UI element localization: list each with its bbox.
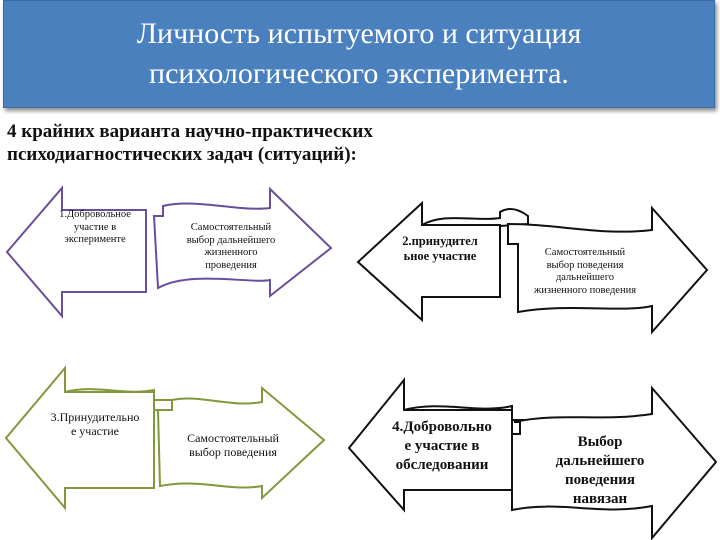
left-arrow-3-scroll-top [64,388,177,411]
title-banner: Личность испытуемого и ситуация психолог… [3,0,715,108]
left-arrow-3 [4,365,155,511]
variant-2-left-label: 2.принудител ьное участие [402,234,478,263]
subtitle: 4 крайних варианта научно-практических п… [7,120,707,166]
variant-1-left-label: 1.Добровольное участие в эксперименте [59,209,131,245]
left-arrow-1 [5,185,147,319]
right-scroll-3 [156,385,326,501]
variant-1-right-label: Самостоятельный выбор дальнейшего жизнен… [186,222,276,271]
left-arrow-2 [356,200,501,323]
title-line-2: психологического эксперимента. [149,57,569,90]
subtitle-line-1: 4 крайних варианта научно-практических [7,121,373,142]
subtitle-line-2: психодиагностических задач (ситуаций): [7,144,357,165]
title-line-1: Личность испытуемого и ситуация [136,17,582,50]
left-arrow-4 [347,377,513,513]
variant-2-right-label: Самостоятельный выбор поведения дальнейш… [533,247,637,296]
variant-4-left-label: 4.Добровольно е участие в обследовании [392,419,492,473]
right-scroll-1 [152,186,333,299]
variant-3-right-label: Самостоятельный выбор поведения [187,431,279,459]
variant-3-left-label: 3.Принудительно е участие [50,410,140,438]
left-arrow-2-scroll-top [421,208,529,227]
right-scroll-4 [511,385,718,540]
variant-4-right-label: Выбор дальнейшего поведения навязан [555,434,645,507]
right-scroll-2 [507,205,709,335]
left-arrow-4-scroll-top [403,404,524,421]
